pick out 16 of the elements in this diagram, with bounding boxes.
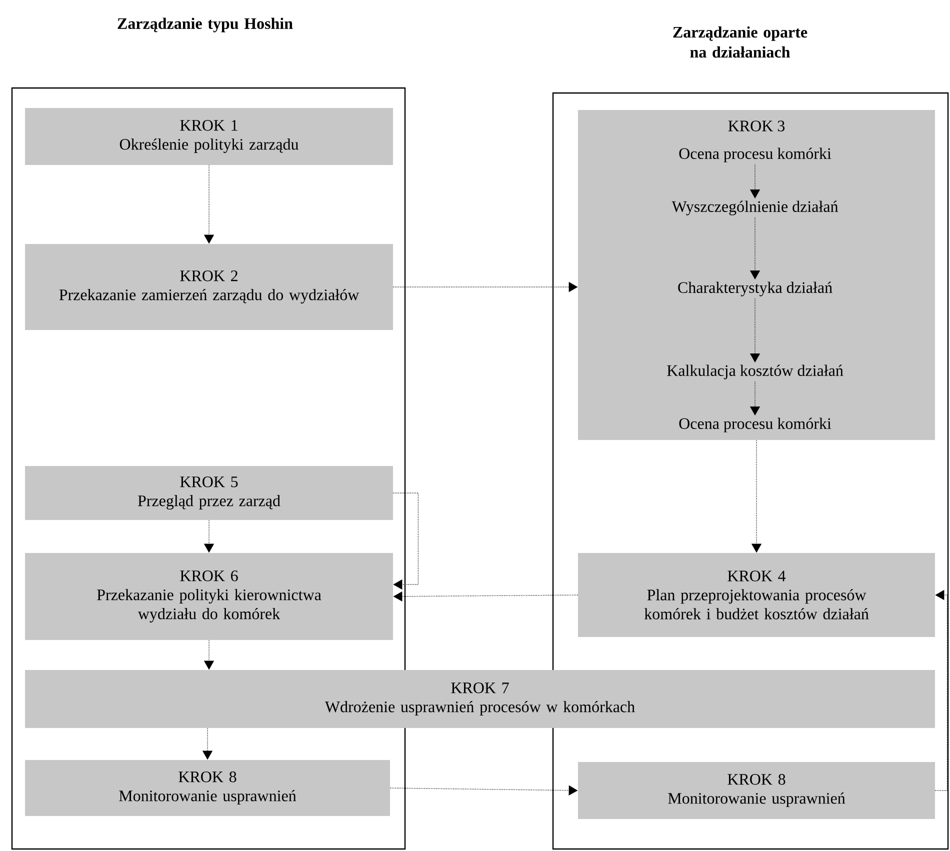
- step-box: KROK 1 Określenie polityki zarządu: [25, 108, 393, 165]
- step-box: KROK 8 Monitorowanie usprawnień: [25, 760, 390, 816]
- column-heading: Zarządzanie oparte na działaniach: [673, 26, 808, 58]
- step-box: KROK 2 Przekazanie zamierzeń zarządu do wydziałów: [25, 244, 393, 330]
- arrow: [392, 492, 419, 590]
- step-box: KROK 8 Monitorowanie usprawnień: [578, 762, 936, 819]
- step-text: Wyszczególnienie działań: [672, 200, 838, 216]
- step-text: Kalkulacja kosztów działań: [667, 364, 844, 380]
- step-text: Ocena procesu komórki: [679, 148, 832, 162]
- step-box: KROK 7 Wdrożenie usprawnień procesów w komórkach: [25, 670, 936, 728]
- step-text: Ocena procesu komórki: [679, 418, 832, 432]
- step-box: KROK 6 Przekazanie polityki kierownictwa wydziału do komórek: [25, 553, 393, 640]
- step-box: KROK 5 Przegląd przez zarząd: [25, 466, 393, 520]
- step-text: Charakterystyka działań: [678, 282, 832, 296]
- column-heading: Zarządzanie typu Hoshin: [118, 18, 293, 32]
- step-box: KROK 4 Plan przeprojektowania procesów komórek i budżet kosztów działań: [578, 553, 936, 637]
